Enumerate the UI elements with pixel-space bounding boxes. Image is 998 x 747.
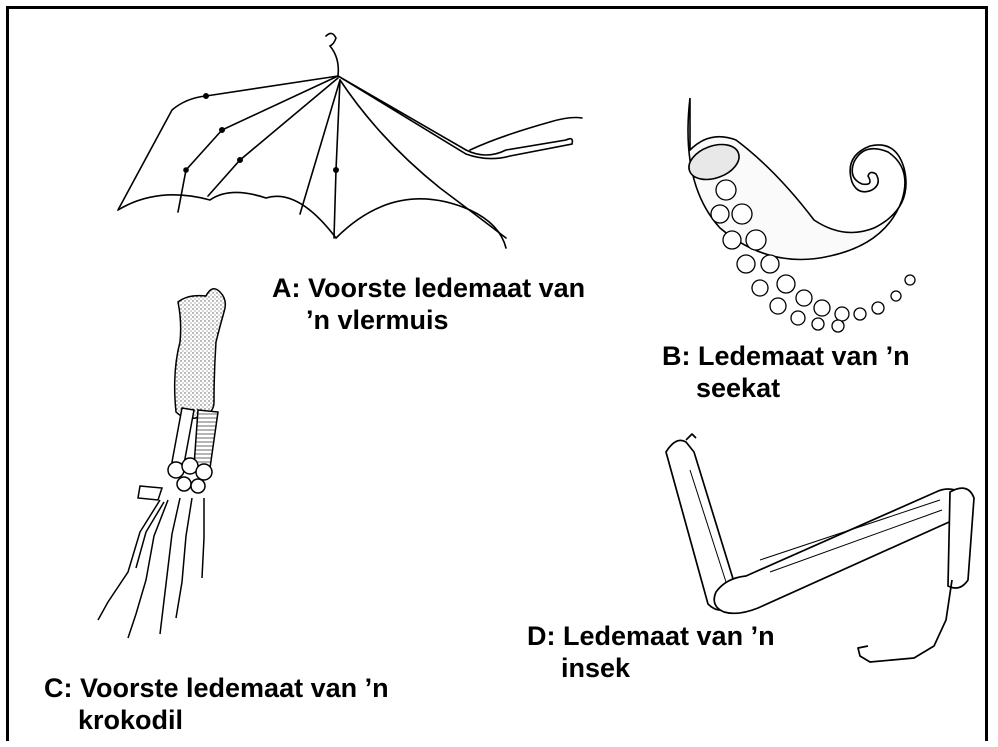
label-c-line2: krokodil bbox=[44, 704, 389, 736]
label-d-line1: D: Ledemaat van ’n bbox=[527, 621, 775, 651]
bat-wing-illustration bbox=[118, 33, 582, 248]
label-a-line1: A: Voorste ledemaat van bbox=[272, 273, 585, 303]
label-b-line1: B: Ledemaat van ’n bbox=[662, 341, 910, 371]
label-b: B: Ledemaat van ’n seekat bbox=[662, 340, 910, 404]
label-d-line2: insek bbox=[527, 652, 775, 684]
label-a-line2: ’n vlermuis bbox=[272, 304, 585, 336]
label-c: C: Voorste ledemaat van ’n krokodil bbox=[44, 672, 389, 736]
label-c-line1: C: Voorste ledemaat van ’n bbox=[44, 673, 389, 703]
label-d: D: Ledemaat van ’n insek bbox=[527, 620, 775, 684]
crocodile-forelimb-illustration bbox=[98, 289, 225, 638]
label-b-line2: seekat bbox=[662, 372, 910, 404]
octopus-tentacle-illustration bbox=[684, 98, 915, 332]
label-a: A: Voorste ledemaat van ’n vlermuis bbox=[272, 272, 585, 336]
